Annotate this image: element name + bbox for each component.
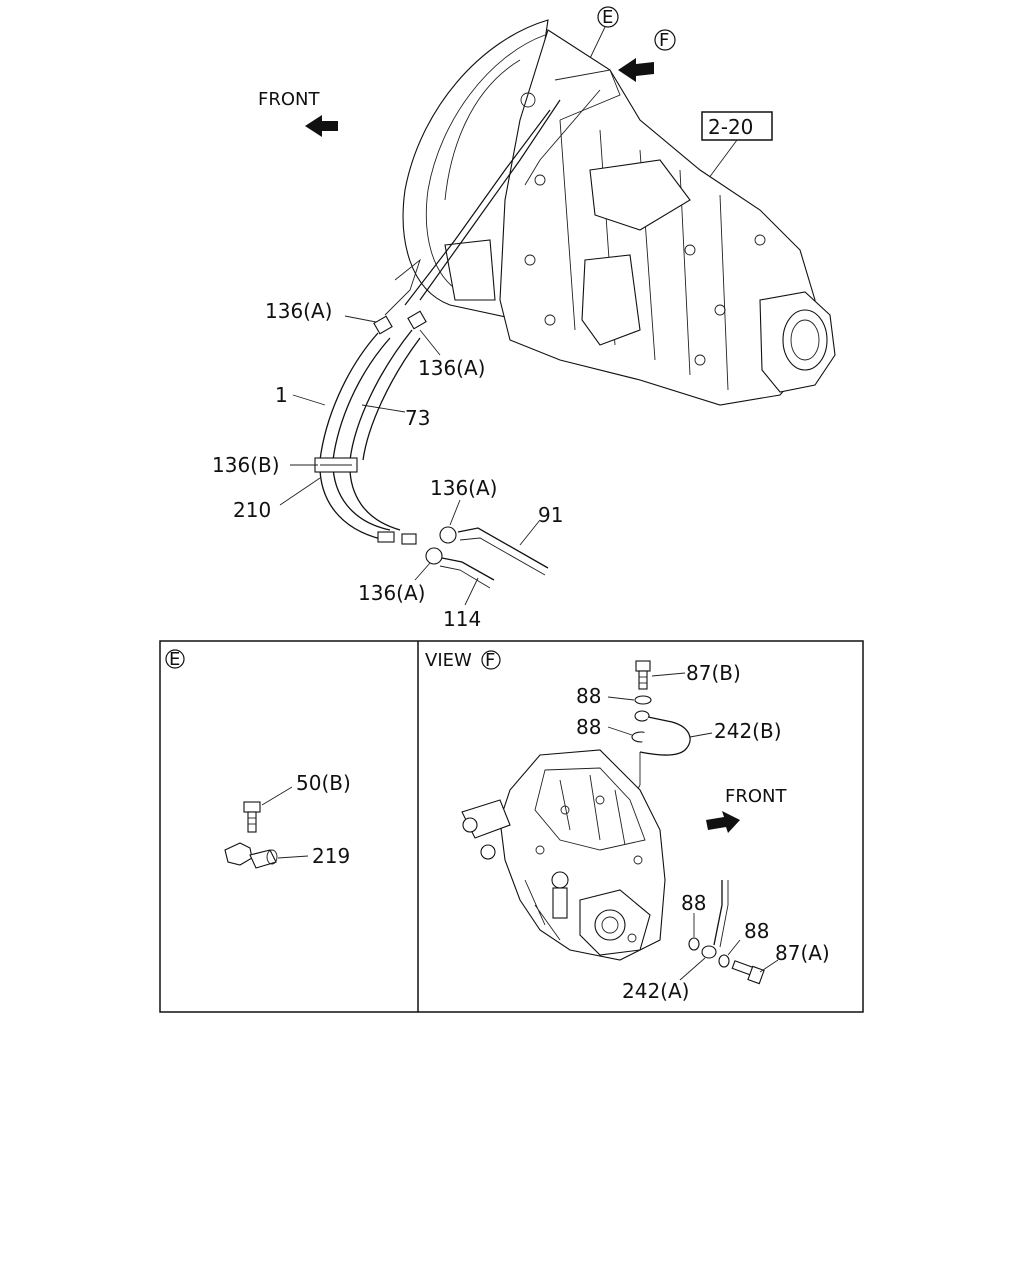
label-87a: 87(A) [775,941,830,965]
bolt-50b [243,801,261,833]
washer-88-3 [688,937,700,951]
detail-front-label: FRONT [725,786,787,807]
fitting-136a-1 [373,315,393,335]
label-136a-3: 136(A) [430,476,497,500]
label-136b: 136(B) [212,453,280,477]
label-114: 114 [443,607,481,631]
label-87b: 87(B) [686,661,741,685]
label-1: 1 [275,383,288,407]
label-88-4: 88 [744,919,769,943]
label-88-1: 88 [576,684,601,708]
label-242a: 242(A) [622,979,689,1003]
label-210: 210 [233,498,271,522]
detail-e-letter: E [169,649,180,670]
view-f-circle [481,650,501,670]
main-leaders [279,315,541,606]
label-73: 73 [405,406,430,430]
main-view: FRONT F E 2-20 [212,6,836,631]
washer-88-1 [634,695,652,705]
detail-frame [159,640,864,1013]
front-label: FRONT [258,89,320,110]
clamp-136a-3 [439,526,457,544]
clamp-136a-4 [425,547,443,565]
label-136a-2: 136(A) [418,356,485,380]
label-88-3: 88 [681,891,706,915]
view-f-arrow-icon [618,58,654,82]
view-f-text: VIEW [425,650,472,671]
label-88-2: 88 [576,715,601,739]
view-f-letter: F [485,650,495,671]
hose-114 [441,557,495,581]
detail-e-circle [165,649,185,669]
bolt-87b [635,660,651,690]
hose-91 [457,527,549,569]
label-91: 91 [538,503,563,527]
transmission-assembly [402,19,836,406]
detail-e: E 50(B) 219 [165,649,351,869]
detail-front-arrow-icon [706,811,740,833]
fitting-136a-2 [407,310,427,330]
clip-219 [224,842,278,869]
ref-box-text: 2-20 [708,115,753,139]
pipe-242b [639,716,691,756]
label-136a-4: 136(A) [358,581,425,605]
front-arrow-icon [305,115,338,137]
washer-88-4 [718,954,730,968]
breather-hoses [314,99,561,589]
label-242b: 242(B) [714,719,782,743]
transmission-rear-view [461,749,666,961]
label-136a-1: 136(A) [265,299,332,323]
callout-f-letter: F [659,30,669,51]
label-219: 219 [312,844,350,868]
callout-f-circle [654,29,676,51]
callout-e-circle [597,6,619,28]
pipe-242a [713,880,723,946]
bolt-87a [731,960,765,985]
label-50b: 50(B) [296,771,351,795]
callout-e-letter: E [602,7,613,28]
detail-f: VIEW F FRONT 87(B) 88 88 242(B) [425,650,830,1003]
